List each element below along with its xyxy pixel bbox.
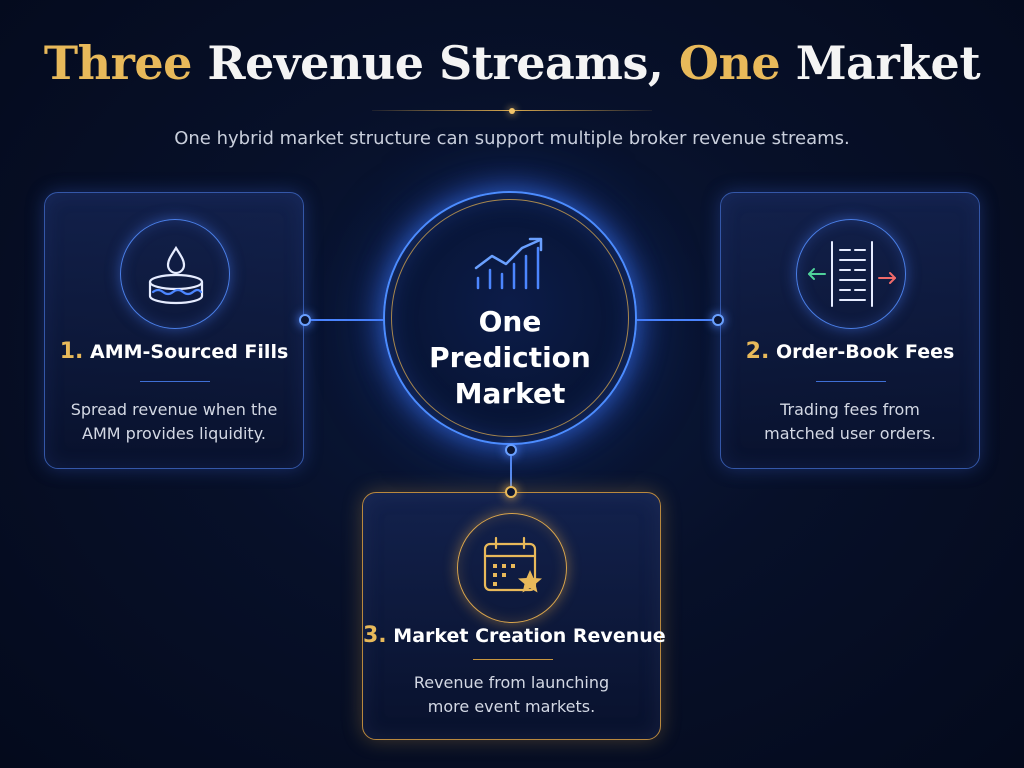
subtitle: One hybrid market structure can support … — [174, 128, 850, 149]
title-revenue-streams: Revenue Streams, — [207, 36, 664, 90]
hub-gold-ring — [391, 199, 629, 437]
card1-title-text: AMM-Sourced Fills — [90, 341, 289, 363]
card3-title-text: Market Creation Revenue — [393, 625, 666, 647]
order-book-icon — [808, 241, 896, 307]
card-market-creation-revenue: 3. Market Creation Revenue Revenue from … — [362, 492, 666, 740]
calendar-star-icon — [483, 536, 542, 593]
card2-title-text: Order-Book Fees — [775, 341, 955, 363]
connector-node-left — [299, 314, 311, 326]
card1-description: Spread revenue when the AMM provides liq… — [45, 398, 303, 446]
card3-desc-line1: Revenue from launching — [413, 673, 610, 692]
card-order-book-fees: 2. Order-Book Fees Trading fees from mat… — [720, 192, 980, 469]
connector-node-right — [712, 314, 724, 326]
card1-desc-line2: AMM provides liquidity. — [82, 424, 266, 443]
connector-node-hub-bottom — [505, 444, 517, 456]
card2-title: 2. Order-Book Fees — [721, 339, 979, 364]
hub-label-line2: Prediction — [429, 341, 591, 374]
connector-node-bottom — [505, 486, 517, 498]
liquidity-pool-drop-icon — [148, 245, 204, 305]
hub-label: One Prediction Market — [383, 304, 637, 412]
card3-title: 3. Market Creation Revenue — [363, 623, 666, 648]
card1-number: 1. — [59, 339, 84, 364]
card3-description: Revenue from launching more event market… — [363, 671, 660, 719]
title-market: Market — [795, 36, 981, 90]
title-three: Three — [43, 36, 192, 90]
card2-description: Trading fees from matched user orders. — [721, 398, 979, 446]
card1-icon-ring — [120, 219, 230, 329]
card3-desc-line2: more event markets. — [427, 697, 596, 716]
card2-icon-ring — [796, 219, 906, 329]
card3-divider — [473, 659, 553, 660]
card3-icon-ring — [457, 513, 567, 623]
card2-desc-line2: matched user orders. — [764, 424, 936, 443]
card1-desc-line1: Spread revenue when the — [70, 400, 278, 419]
hub-label-line3: Market — [454, 377, 566, 410]
card3-number: 3. — [363, 623, 387, 648]
card1-title: 1. AMM-Sourced Fills — [45, 339, 303, 364]
title-divider-dot — [509, 108, 515, 114]
title-one: One — [678, 36, 781, 90]
card2-number: 2. — [745, 339, 770, 364]
card2-desc-line1: Trading fees from — [780, 400, 920, 419]
card2-divider — [816, 381, 886, 382]
card1-divider — [140, 381, 210, 382]
trending-up-chart-icon — [474, 237, 543, 290]
hub-label-line1: One — [478, 305, 542, 338]
card-amm-sourced-fills: 1. AMM-Sourced Fills Spread revenue when… — [44, 192, 304, 469]
page-title: Three Revenue Streams, One Market — [0, 36, 1024, 90]
